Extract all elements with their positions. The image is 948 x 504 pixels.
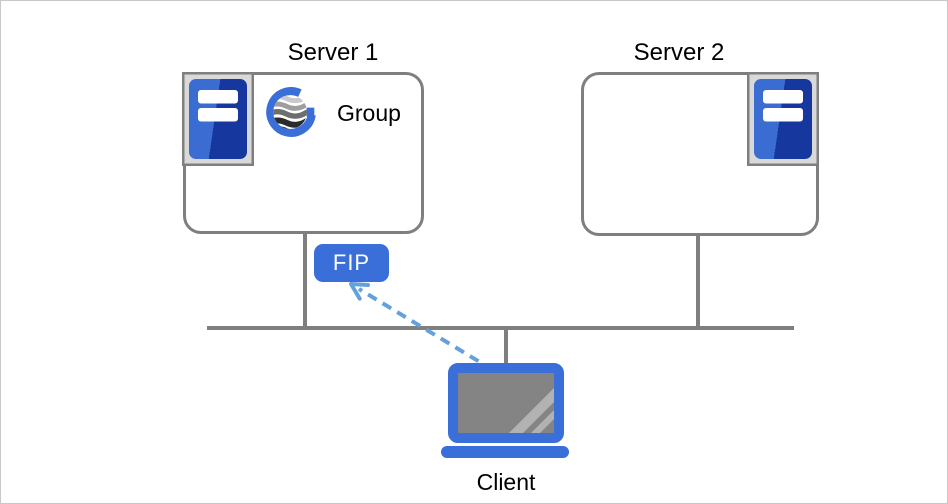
fip-label: FIP [332, 250, 371, 275]
server-tower-icon [182, 72, 254, 166]
fip-badge: FIP [314, 244, 389, 282]
network-bus-line [207, 326, 794, 330]
server-tower-icon [747, 72, 819, 166]
server1-connector-line [303, 232, 307, 328]
server1-title: Server 1 [287, 39, 379, 66]
server2-connector-line [696, 234, 700, 328]
group-globe-g-icon [266, 87, 316, 137]
client-label: Client [476, 469, 536, 495]
group-label: Group [337, 100, 401, 126]
laptop-icon [441, 363, 569, 458]
server2-title: Server 2 [633, 39, 725, 66]
client-connector-line [504, 330, 508, 364]
